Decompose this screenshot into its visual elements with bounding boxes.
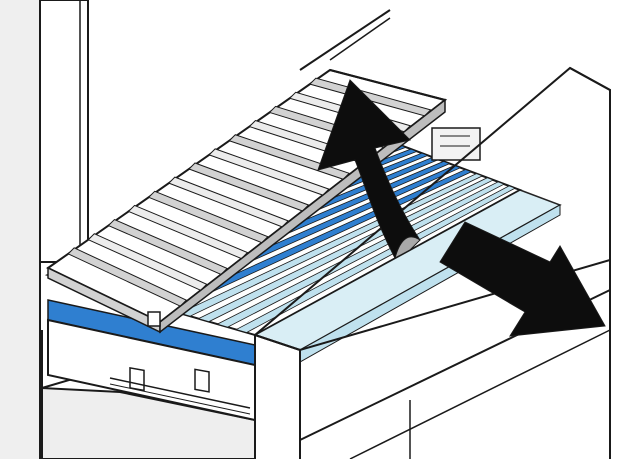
curved-up-arrow-icon	[317, 79, 421, 259]
straight-right-arrow-icon	[439, 221, 606, 337]
hinge-bracket	[431, 127, 481, 161]
grid-slat	[107, 218, 228, 276]
grid-slat	[147, 190, 269, 244]
grid-slat	[67, 247, 188, 307]
upper-shelf	[299, 9, 391, 71]
tray-stripe	[235, 185, 517, 333]
grid-slat	[208, 148, 330, 196]
grid-slat	[188, 162, 310, 212]
grid-slat	[127, 204, 249, 260]
grid-slat	[308, 77, 432, 117]
grid-slat	[87, 233, 208, 291]
left-cabinet-wall	[0, 0, 89, 459]
grid-slat	[167, 176, 290, 228]
